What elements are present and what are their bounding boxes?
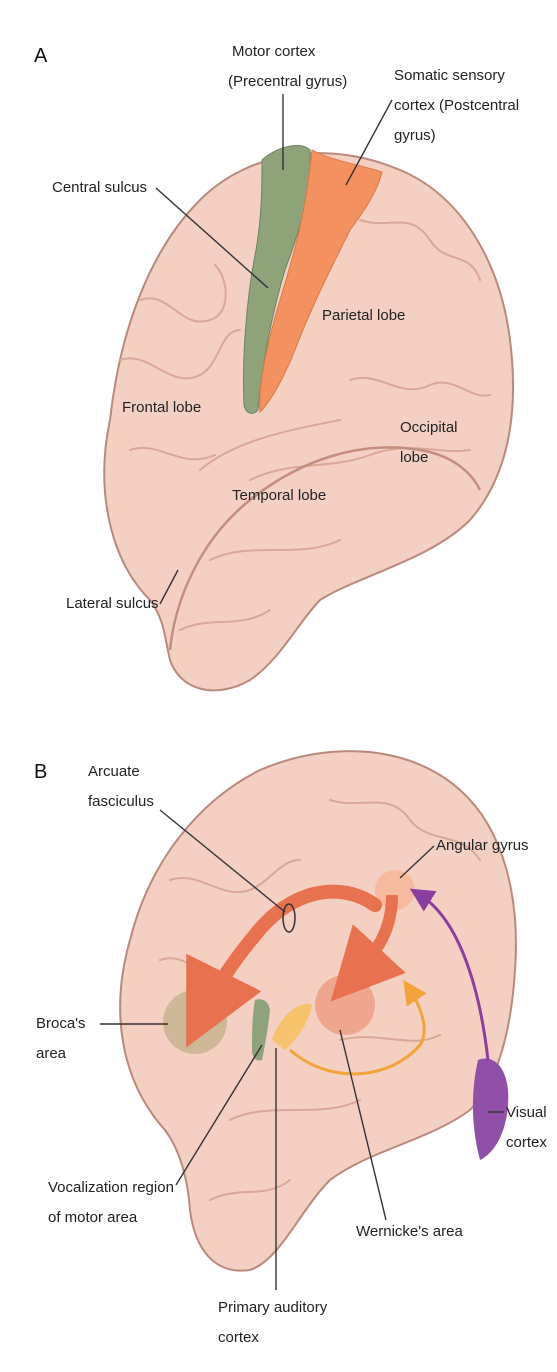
label-lateral-sulcus: Lateral sulcus: [66, 595, 159, 612]
panel-a: A Motor cortex (Precentral gyrus): [34, 43, 523, 690]
label-central-sulcus: Central sulcus: [52, 179, 147, 196]
label-wernicke-area: Wernicke's area: [356, 1223, 463, 1240]
label-temporal-lobe: Temporal lobe: [232, 487, 326, 504]
label-angular-gyrus: Angular gyrus: [436, 837, 529, 854]
label-somatic-sensory: Somatic sensory cortex (Postcentral gyru…: [394, 67, 523, 144]
label-arcuate-fasciculus: Arcuate fasciculus: [88, 763, 154, 810]
panel-b: B Arcuate fasc: [34, 751, 551, 1346]
panel-a-letter: A: [34, 45, 48, 67]
label-primary-auditory: Primary auditory cortex: [218, 1299, 331, 1346]
label-broca-area: Broca's area: [36, 1015, 90, 1062]
panel-b-letter: B: [34, 761, 47, 783]
label-vocalization-region: Vocalization region of motor area: [48, 1179, 178, 1226]
label-frontal-lobe: Frontal lobe: [122, 399, 201, 416]
label-motor-cortex: Motor cortex (Precentral gyrus): [228, 43, 347, 90]
wernicke-area-region: [315, 975, 375, 1035]
label-parietal-lobe: Parietal lobe: [322, 307, 405, 324]
label-visual-cortex: Visual cortex: [506, 1104, 551, 1151]
visual-cortex-region: [473, 1059, 508, 1160]
